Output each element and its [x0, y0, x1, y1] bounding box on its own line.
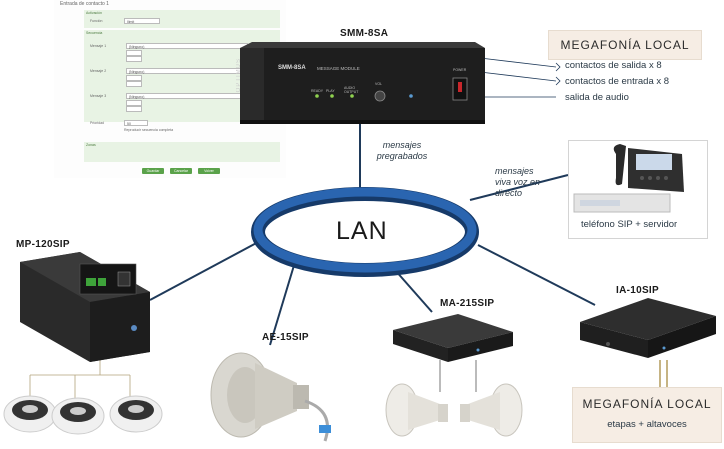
led-play-icon	[330, 94, 334, 98]
webui-mensaje1-num2[interactable]	[126, 56, 142, 62]
ma-label: MA-215SIP	[440, 298, 495, 309]
horn-left-icon	[385, 383, 448, 437]
webui-mensaje1: Mensaje 1	[90, 44, 107, 48]
local-top-title: MEGAFONÍA LOCAL	[560, 38, 690, 52]
sip-phone-icon	[573, 144, 684, 213]
lan-label: LAN	[336, 217, 388, 245]
smm-label: SMM-8SA	[340, 28, 389, 39]
smm-led-audio-label: AUDIO OUTPUT	[344, 86, 359, 94]
webui-reproducir-checkbox[interactable]: Reproducir secuencia completa	[124, 128, 174, 132]
webui-mensaje1-num1[interactable]	[126, 50, 142, 56]
ae-label: AE-15SIP	[262, 332, 309, 343]
webui-funcion-label: Función	[90, 19, 103, 23]
phone-caption: teléfono SIP + servidor	[581, 219, 678, 230]
smm-brand: OPTIMUS	[236, 58, 242, 93]
line-ae-lan	[269, 261, 296, 346]
ia-label: IA-10SIP	[616, 285, 659, 296]
webui-mensaje2: Mensaje 2	[90, 69, 107, 73]
webui-mensaje2-num1[interactable]	[126, 75, 142, 81]
webui-mensaje3-num1[interactable]	[126, 100, 142, 106]
smm-panel-text: MESSAGE MODULE	[317, 66, 360, 71]
webui-mensaje3: Mensaje 3	[90, 94, 107, 98]
smm-power-label: POWER	[453, 68, 467, 72]
webui-prioridad-label: Prioridad	[90, 121, 105, 125]
local-top-item-1: contactos de entrada x 8	[565, 76, 670, 87]
webui-prioridad-input[interactable]: 50	[124, 120, 148, 126]
mp-label: MP-120SIP	[16, 239, 70, 250]
webui-section-zonas: Zonas	[86, 143, 96, 147]
webui-title: Entrada de contacto 1	[60, 1, 109, 7]
webui-section-secuencia: Secuencia	[86, 31, 103, 35]
line-ma-lan	[394, 269, 433, 313]
ma-device	[393, 314, 513, 362]
smm-vol-label: VOL	[375, 82, 383, 86]
led-ready-icon	[315, 94, 319, 98]
webui-guardar-button[interactable]: Guardar	[142, 168, 164, 174]
webui-cancelar-button[interactable]: Cancelar	[170, 168, 192, 174]
horn-right-icon	[460, 383, 523, 437]
ceiling-speaker-icon	[3, 395, 57, 433]
smm-panel-model: SMM-8SA	[278, 65, 306, 71]
line-ia-lan	[477, 244, 596, 306]
smm-led-play-label: PLAY	[326, 89, 335, 93]
ma-horns	[385, 383, 523, 437]
lan-ring	[251, 187, 479, 277]
horn-speaker-icon	[210, 352, 331, 442]
webui-funcion-select[interactable]: Ilimit	[124, 18, 160, 24]
webui-section-activacion: Activación	[86, 11, 102, 15]
webui-volver-button[interactable]: Volver	[198, 168, 220, 174]
mp-device	[20, 252, 150, 362]
webui-band-zonas	[84, 142, 280, 162]
local-bottom-box: MEGAFONÍA LOCAL etapas + altavoces	[572, 387, 722, 443]
local-bottom-subtitle: etapas + altavoces	[607, 419, 687, 430]
smm-led-ready-label: READY	[311, 89, 324, 93]
webui-mensaje2-num2[interactable]	[126, 81, 142, 87]
ceiling-speakers	[3, 395, 163, 435]
led-audio-icon	[350, 94, 354, 98]
line-mp-lan	[149, 239, 263, 301]
local-bottom-title: MEGAFONÍA LOCAL	[582, 397, 712, 411]
smm-device	[240, 42, 485, 124]
webui-mensaje3-num2[interactable]	[126, 106, 142, 112]
vol-knob-icon	[374, 90, 386, 102]
ia-device	[580, 298, 716, 358]
line-phone-lan	[469, 174, 569, 201]
local-top-title-box: MEGAFONÍA LOCAL	[548, 30, 702, 60]
local-top-item-2: salida de audio	[565, 92, 629, 103]
local-top-item-0: contactos de salida x 8	[565, 60, 662, 71]
webui-band-activacion	[84, 10, 280, 28]
